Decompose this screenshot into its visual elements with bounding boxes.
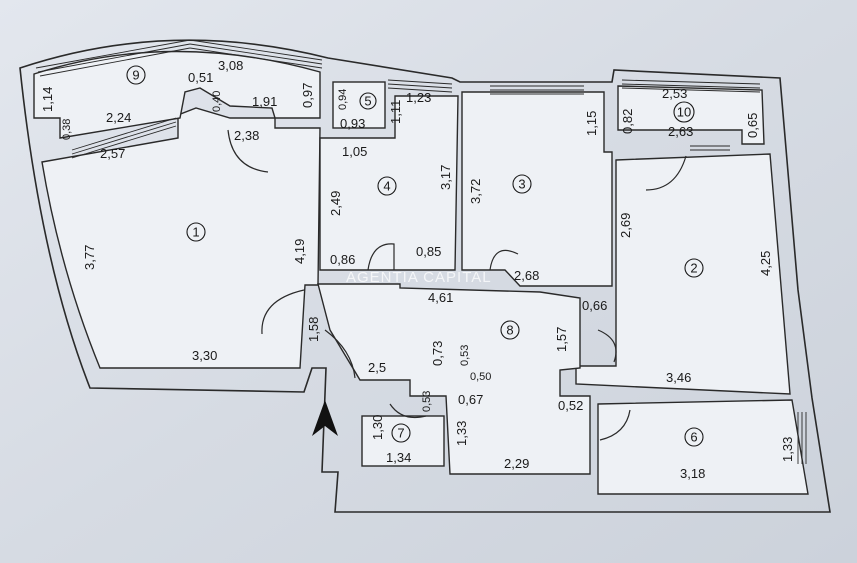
room-10: [617, 85, 765, 145]
room-number-8: 8: [506, 323, 513, 338]
dim-label: 3,46: [666, 370, 691, 385]
dim-label: 2,53: [662, 86, 687, 101]
dim-label: 3,30: [192, 348, 217, 363]
room-number-2: 2: [690, 261, 697, 276]
dim-label: 1,23: [406, 90, 431, 105]
room-1: [41, 107, 321, 369]
dim-label: 2,5: [368, 360, 386, 375]
dim-label: 2,68: [514, 268, 539, 283]
windows: [35, 39, 807, 464]
dim-label: 4,61: [428, 290, 453, 305]
dim-label: 1,11: [388, 100, 403, 124]
outer-wall: [19, 39, 831, 513]
dim-label: 0,50: [470, 371, 491, 383]
doors: [227, 129, 687, 441]
dim-label: 0,38: [61, 119, 73, 140]
dim-label: 2,69: [618, 213, 633, 238]
dim-label: 0,51: [188, 70, 213, 85]
dim-label: 1,30: [370, 415, 385, 440]
room-5: [332, 81, 386, 129]
dim-label: 0,67: [458, 392, 483, 407]
dim-label: 3,08: [218, 58, 243, 73]
dim-label: 0,53: [421, 391, 433, 412]
room-number-3: 3: [518, 177, 525, 192]
room-2: [575, 153, 791, 395]
dim-label: 0,53: [459, 345, 471, 366]
dim-label: 2,24: [106, 110, 131, 125]
dim-label: 2,49: [328, 191, 343, 216]
dim-label: 1,91: [252, 94, 277, 109]
dim-label: 0,82: [620, 109, 635, 134]
dim-label: 2,57: [100, 146, 125, 161]
room-8: [317, 283, 591, 475]
dim-label: 1,34: [386, 450, 411, 465]
dim-label: 1,33: [454, 421, 469, 446]
room-number-10: 10: [677, 105, 691, 120]
room-number-6: 6: [690, 430, 697, 445]
dim-label: 3,18: [680, 466, 705, 481]
dim-label: 1,14: [40, 87, 55, 112]
room-number-5: 5: [364, 94, 371, 109]
dim-label: 0,97: [300, 83, 315, 108]
room-6: [597, 399, 809, 495]
room-labels: 9 1 5 4 3 10 2 8 7 6: [126, 65, 704, 447]
dim-label: 1,15: [584, 111, 599, 136]
dim-label: 0,85: [416, 244, 441, 259]
dim-label: 0,66: [582, 298, 607, 313]
watermark: AGENTIA CAPITAL: [346, 269, 492, 286]
dim-label: 0,93: [340, 116, 365, 131]
room-4: [319, 95, 459, 271]
room-number-1: 1: [192, 225, 199, 240]
dim-label: 1,05: [342, 144, 367, 159]
north-arrow-icon: [312, 400, 338, 436]
dim-label: 0,94: [337, 89, 349, 110]
room-number-9: 9: [132, 68, 139, 83]
dim-label: 3,77: [82, 245, 97, 270]
dim-label: 0,40: [211, 91, 223, 112]
dim-label: 1,33: [780, 437, 795, 462]
dim-label: 3,17: [438, 165, 453, 190]
dim-label: 3,72: [468, 179, 483, 204]
dim-label: 2,29: [504, 456, 529, 471]
dim-label: 1,57: [554, 327, 569, 352]
dim-label: 4,19: [292, 239, 307, 264]
room-number-7: 7: [397, 426, 404, 441]
dim-label: 0,86: [330, 252, 355, 267]
room-number-4: 4: [383, 179, 390, 194]
dim-label: 4,25: [758, 251, 773, 276]
dim-label: 0,73: [430, 341, 445, 366]
dim-label: 0,52: [558, 398, 583, 413]
room-3: [461, 91, 613, 287]
dim-label: 0,65: [745, 113, 760, 138]
dim-label: 2,38: [234, 128, 259, 143]
dimension-labels: 3,08 0,51 0,40 1,91 0,97 1,14 2,24 0,38 …: [40, 58, 795, 481]
dim-label: 2,63: [668, 124, 693, 139]
dim-label: 1,58: [306, 317, 321, 342]
